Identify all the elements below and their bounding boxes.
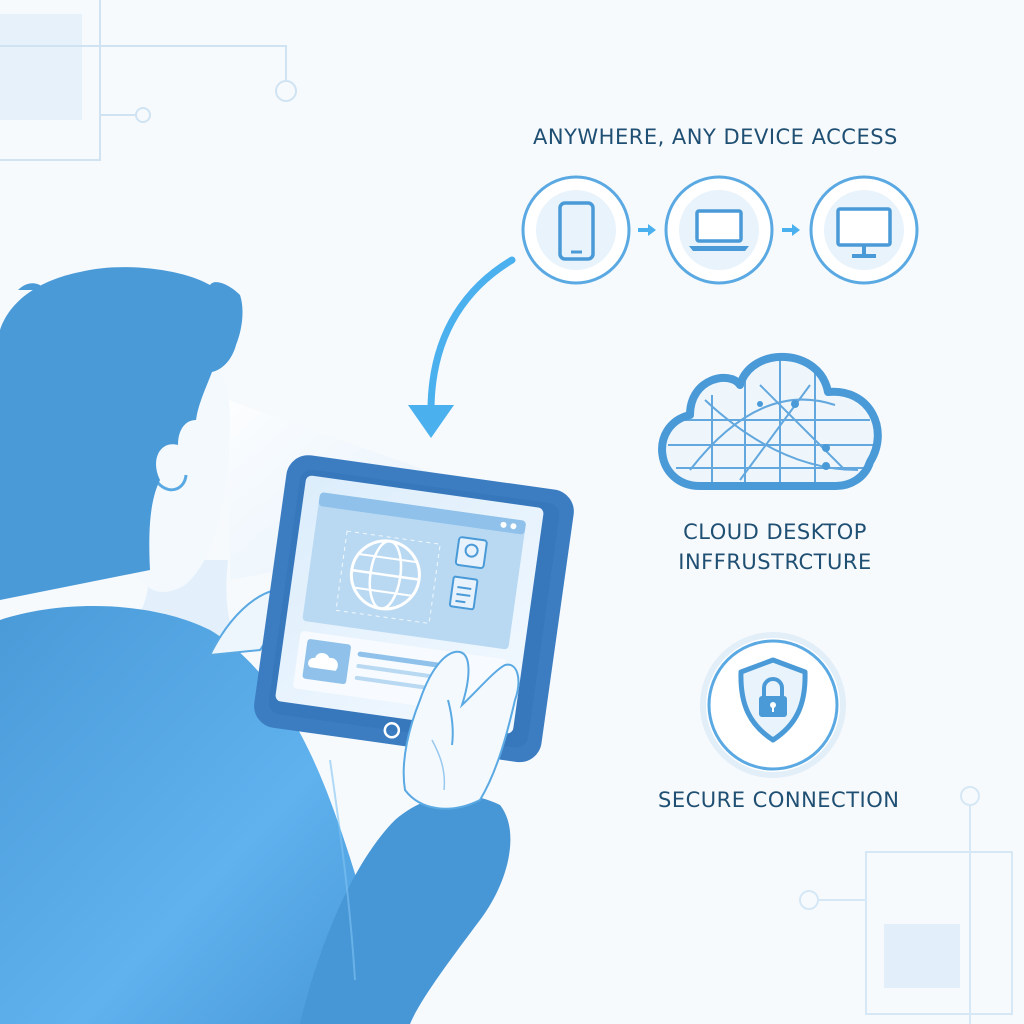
smartphone-icon — [558, 201, 595, 261]
cloud-caption-line2: INFFRUSTRCTURE — [678, 550, 872, 574]
globe-icon — [349, 539, 421, 611]
security-badge — [700, 632, 846, 778]
person-with-tablet — [0, 267, 574, 1024]
hair — [0, 267, 243, 600]
shield-lock-icon — [738, 657, 808, 743]
device-access-heading: ANYWHERE, ANY DEVICE ACCESS — [533, 125, 898, 149]
image-icon — [454, 536, 488, 570]
arrow-icon — [782, 224, 800, 236]
document-icon — [448, 575, 479, 611]
cloud-infrastructure-caption: CLOUD DESKTOP INFFRUSTRCTURE — [640, 517, 910, 577]
decorative-circuit-top-left — [0, 0, 297, 161]
cloud-network-icon — [658, 352, 882, 490]
laptop-icon — [689, 209, 749, 251]
tablet — [254, 455, 574, 763]
laptop-badge — [664, 175, 774, 285]
arrow-icon — [638, 224, 656, 236]
device-access-row — [521, 175, 919, 285]
curved-arrow-icon — [408, 256, 516, 438]
secure-connection-caption: SECURE CONNECTION — [658, 788, 900, 812]
right-hand — [402, 650, 520, 810]
shirt — [0, 606, 390, 1024]
arm — [300, 795, 511, 1024]
cloud-icon — [302, 639, 351, 685]
desktop-badge — [809, 175, 919, 285]
desktop-monitor-icon — [836, 207, 892, 258]
smartphone-badge — [521, 175, 631, 285]
cloud-caption-line1: CLOUD DESKTOP — [683, 520, 867, 544]
decorative-circuit-bottom-right — [799, 786, 1013, 1024]
